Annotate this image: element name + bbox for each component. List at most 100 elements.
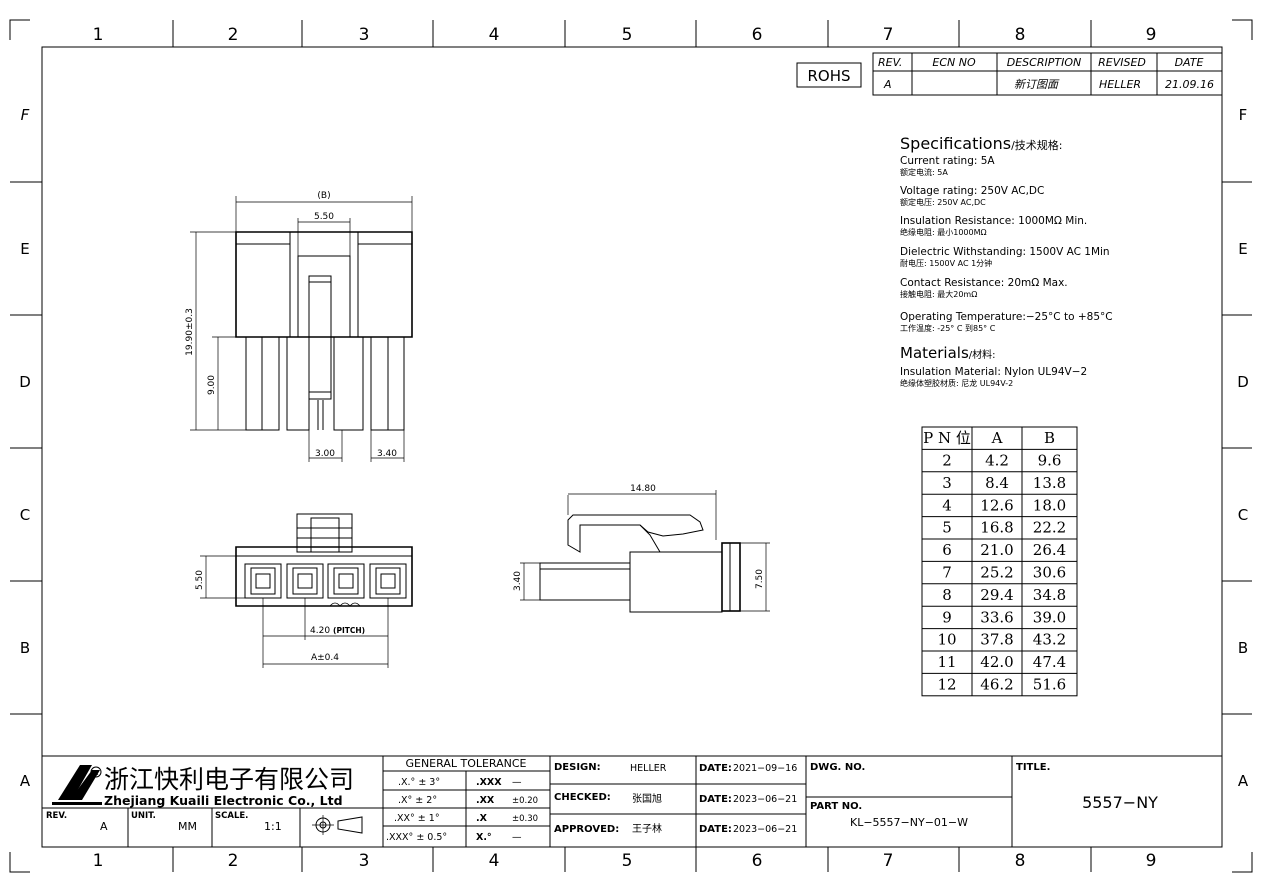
col-label: 1 [93,25,104,45]
column-labels-top: 1 2 3 4 5 6 7 8 9 [93,25,1157,45]
title-block: R 浙江快利电子有限公司 Zhejiang Kuaili Electronic … [42,755,1222,847]
col-label: 4 [489,25,500,45]
pin-table-cell: 3 [942,474,952,492]
pin-table-cell: 37.8 [980,631,1013,649]
front-view: 5.50 4.20(PITCH) A±0.4 [195,513,413,668]
date-label: DATE: [699,794,732,805]
pin-table-cell: 46.2 [980,676,1013,694]
dim-b: (B) [317,191,330,201]
row-label: C [1238,506,1248,524]
tol-left: .X.° ± 3° [398,777,440,788]
row-label: A [1238,772,1249,790]
tol-left: .X° ± 2° [398,795,437,806]
revision-table: REV. ECN NO DESCRIPTION REVISED DATE A 新… [872,52,1223,96]
tolerance-title: GENERAL TOLERANCE [405,757,526,770]
spec-item-cn: 耐电压: 1500V AC 1分钟 [900,258,992,268]
material-item: Insulation Material: Nylon UL94V−2 [900,366,1087,378]
pin-table-cell: 29.4 [980,586,1013,604]
pin-table-cell: 11 [937,653,956,671]
pin-table-header: B [1044,429,1055,447]
dim-3-40: 3.40 [377,449,397,459]
tol-right-value: ±0.30 [512,814,538,824]
col-label: 6 [752,851,763,871]
rohs-label: ROHS [807,67,850,85]
part-no-label: PART NO. [810,801,862,812]
row-labels-right: F E D C B A [1237,106,1249,790]
col-label: 5 [622,25,633,45]
dim-5-50: 5.50 [314,212,334,222]
svg-text:R: R [94,769,99,777]
spec-item: Voltage rating: 250V AC,DC [900,185,1044,197]
pin-table-cell: 9.6 [1038,452,1062,470]
materials-title: Materials/材料: [900,344,996,362]
dim-14-80: 14.80 [630,484,656,494]
checked-value: 张国旭 [632,793,662,805]
pin-table-cell: 30.6 [1033,564,1066,582]
pin-table-cell: 2 [942,452,952,470]
tol-right-value: — [512,777,522,788]
row-label: D [1237,373,1249,391]
approved-value: 王子林 [632,822,662,835]
pin-table-cell: 12.6 [980,496,1013,514]
top-view: (B) 5.50 19.90±0.3 9.00 3.00 3.40 [185,191,413,462]
side-view: 14.80 3.40 7.50 [513,484,770,613]
col-label: 8 [1015,851,1026,871]
design-value: HELLER [630,763,667,774]
dim-a: A±0.4 [311,653,339,663]
spec-item: Operating Temperature:−25°C to +85°C [900,311,1113,323]
spec-item: Insulation Resistance: 1000MΩ Min. [900,215,1087,227]
dwg-no-label: DWG. NO. [810,762,865,773]
dim-5-50-front: 5.50 [195,570,205,590]
scale-label: SCALE. [215,811,248,821]
spec-item: Dielectric Withstanding: 1500V AC 1Min [900,246,1110,258]
spec-item: Contact Resistance: 20mΩ Max. [900,277,1068,289]
tol-right-label: .XXX [476,777,502,788]
unit-value: MM [178,820,197,833]
pin-table-cell: 12 [937,676,956,694]
pin-table-cell: 21.0 [980,541,1013,559]
pin-table-header: P N 位 [923,429,971,447]
pin-table-cell: 13.8 [1033,474,1066,492]
company-name-cn: 浙江快利电子有限公司 [104,765,354,794]
date-design: 2021−09−16 [733,763,797,774]
row-label: F [1239,106,1248,124]
ecn-header: ECN NO [932,56,976,69]
pin-table-cell: 42.0 [980,653,1013,671]
row-label: C [20,506,30,524]
col-label: 7 [883,851,894,871]
pin-table-cell: 5 [942,519,952,537]
scale-value: 1:1 [264,820,282,833]
rohs-box [796,62,862,88]
pin-table-cell: 26.4 [1033,541,1066,559]
pin-table-cell: 22.2 [1033,519,1066,537]
col-label: 4 [489,851,500,871]
tol-right-label: .X [476,813,488,824]
tol-left: .XX° ± 1° [394,813,440,824]
pin-table-cell: 4.2 [985,452,1009,470]
pin-table-cell: 16.8 [980,519,1013,537]
pin-table-cell: 43.2 [1033,631,1066,649]
cavities [244,563,407,599]
spec-title: Specifications/技术规格: [900,134,1062,153]
tol-right-value: ±0.20 [512,796,538,806]
dim-3-00: 3.00 [315,449,335,459]
col-label: 3 [359,851,370,871]
dim-19-90: 19.90±0.3 [185,308,195,356]
pin-table-header: A [991,429,1003,447]
title-label: TITLE. [1016,762,1050,773]
pin-table-cell: 7 [942,564,952,582]
projection-symbol-icon [312,815,363,835]
design-label: DESIGN: [554,762,601,773]
col-label: 6 [752,25,763,45]
tol-right-value: — [512,832,522,843]
row-label: D [19,373,31,391]
row-label: E [1238,240,1247,258]
col-label: 8 [1015,25,1026,45]
spec-item-cn: 额定电压: 250V AC,DC [900,197,986,207]
col-label: 9 [1146,25,1157,45]
row-label: A [20,772,31,790]
revised-value: HELLER [1099,78,1141,91]
rev-label: REV. [46,811,67,821]
description-header: DESCRIPTION [1007,56,1081,69]
